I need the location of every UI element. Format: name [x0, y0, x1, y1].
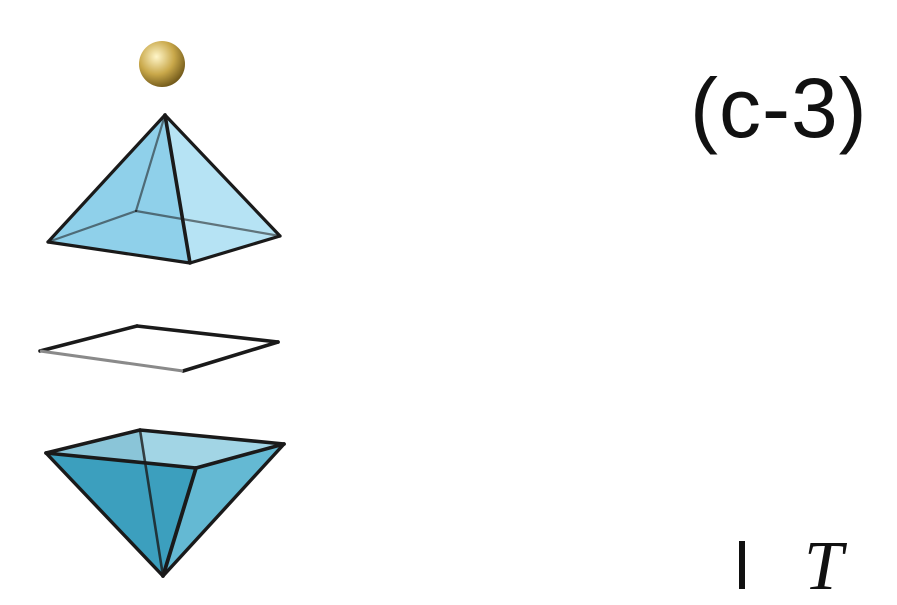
axis-symbol: T: [804, 532, 843, 602]
inverted-pyramid-icon: [46, 430, 284, 576]
gold-sphere-icon: [139, 41, 185, 87]
square-plane-icon: [40, 326, 278, 371]
square-pyramid-icon: [48, 115, 280, 263]
panel-label: (c-3): [690, 66, 868, 150]
axis-tick: [739, 541, 745, 589]
